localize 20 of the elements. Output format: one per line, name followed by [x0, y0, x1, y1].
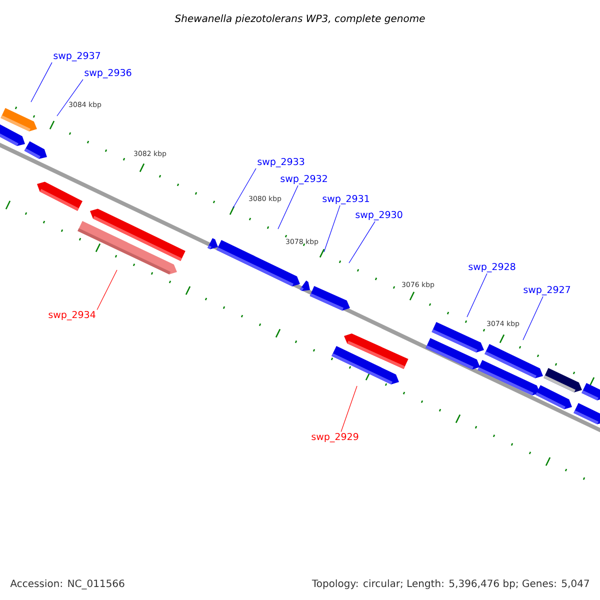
gene-label: swp_2930 — [356, 210, 402, 220]
gene-label: swp_2934 — [48, 310, 96, 320]
leader-line — [348, 221, 376, 264]
leader-line — [30, 62, 52, 102]
gene-label: swp_2933 — [258, 158, 304, 168]
leader-line — [466, 273, 488, 318]
gene-label: swp_2931 — [322, 194, 369, 204]
leader-line — [232, 168, 256, 208]
gene-label: swp_2928 — [468, 262, 516, 272]
leader-line — [56, 79, 84, 116]
gene-label: swp_2929 — [312, 432, 358, 442]
title: Shewanella piezotolerans WP3, complete genome — [174, 14, 425, 24]
gene-label: swp_2936 — [84, 68, 132, 78]
genome-stats-label: Topology: circular; Length: 5,396,476 bp; Genes: 5,047 — [312, 579, 589, 590]
leader-line — [278, 185, 298, 230]
gene-label: swp_2937 — [54, 52, 100, 62]
accession-label: Accession: NC_011566 — [10, 579, 124, 590]
gene-label: swp_2927 — [524, 286, 570, 296]
gene-label: swp_2932 — [280, 174, 327, 184]
leader-line — [96, 270, 118, 310]
